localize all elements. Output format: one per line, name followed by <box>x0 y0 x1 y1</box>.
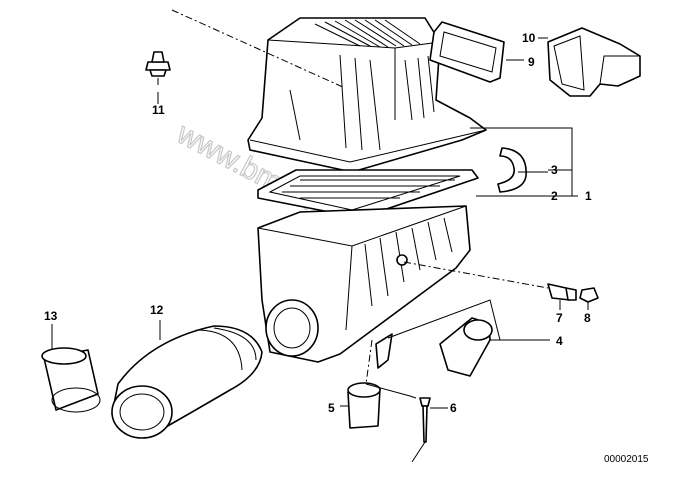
callout-11: 11 <box>152 103 165 117</box>
dash-line-sensor <box>403 261 549 289</box>
part-7-sensor <box>547 283 577 301</box>
part-13-coupler <box>41 347 101 413</box>
callout-9: 9 <box>528 55 535 69</box>
callout-4: 4 <box>556 334 563 348</box>
callout-12: 12 <box>150 303 164 317</box>
callout-6: 6 <box>450 401 457 415</box>
part-4-sleeve <box>439 317 493 377</box>
part-9-gasket <box>429 21 505 83</box>
part-3-bracket <box>497 147 527 193</box>
part-6-pin <box>411 397 431 463</box>
part-11-clip <box>145 51 171 77</box>
callout-5: 5 <box>328 401 335 415</box>
part-5-grommet <box>347 382 381 429</box>
leader-5-6-bracket <box>365 383 417 399</box>
part-10-intake-duct <box>547 27 641 97</box>
dash-line-clip <box>171 9 346 89</box>
leader-4-bracket <box>387 299 501 341</box>
air-box-housing <box>257 205 471 369</box>
callout-3: 3 <box>551 163 558 177</box>
part-8-nut <box>579 287 599 303</box>
air-box-cover <box>247 17 487 173</box>
callout-10: 10 <box>522 31 536 45</box>
callout-1: 1 <box>585 189 592 203</box>
callout-13: 13 <box>44 309 58 323</box>
callout-8: 8 <box>584 311 591 325</box>
document-number: 00002015 <box>604 454 649 465</box>
callout-7: 7 <box>556 311 563 325</box>
part-2-filter-element <box>257 169 479 219</box>
dash-line-grommet <box>365 339 373 385</box>
part-12-intake-boot <box>111 325 263 439</box>
callout-2: 2 <box>551 189 558 203</box>
